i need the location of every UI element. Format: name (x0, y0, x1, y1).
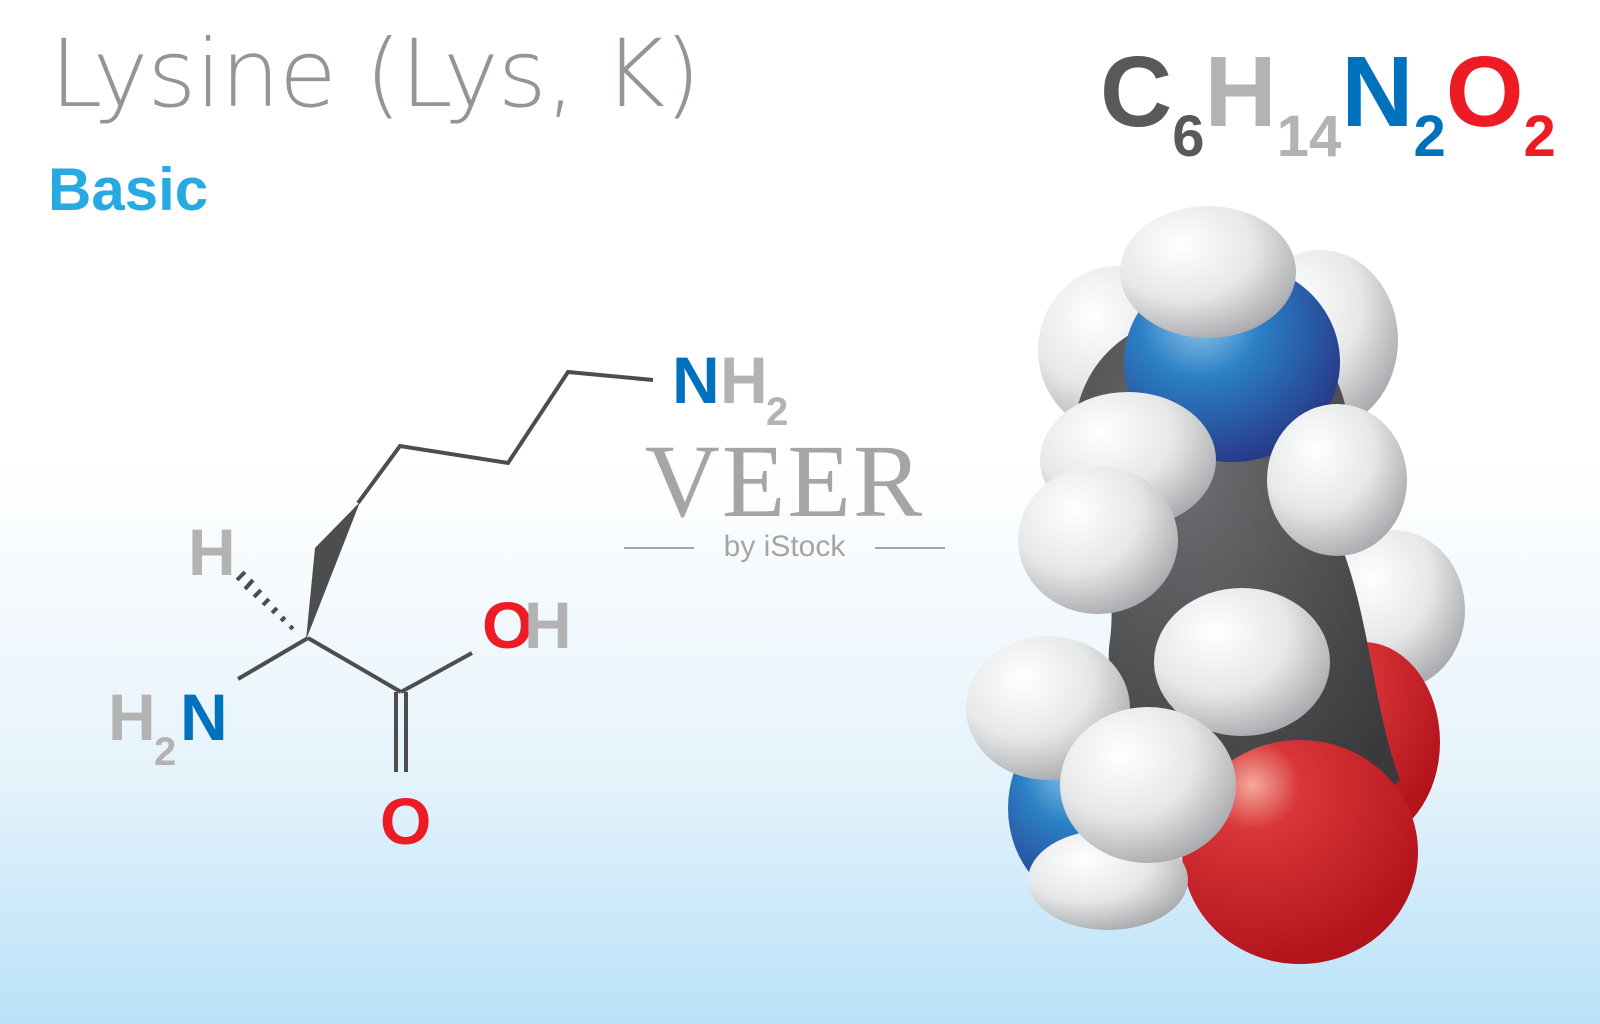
bonds (236, 369, 654, 772)
hydroxyl-h: H (524, 588, 572, 662)
watermark-line-left (624, 547, 694, 549)
watermark-line-right (875, 547, 945, 549)
molecular-formula: C6H14N2O2 (1100, 42, 1556, 172)
wedge-bond-fill (306, 502, 360, 640)
atom-hydrogen (1018, 466, 1178, 614)
watermark-sub: by iStock (723, 530, 846, 563)
alpha-carboxyl-bond (306, 636, 403, 694)
side-chain-h: H (720, 343, 768, 417)
watermark-logo: VEER (644, 424, 925, 539)
hash-bond (235, 570, 295, 631)
side-chain-bonds (356, 369, 654, 505)
atom-hydrogen (1267, 404, 1407, 556)
side-chain-n: N (672, 343, 720, 417)
alpha-amine-h: H (108, 680, 156, 754)
watermark: VEER by iStock (622, 424, 947, 563)
hydroxyl-o: O (482, 588, 533, 662)
formula-nitrogen: N2 (1341, 36, 1446, 169)
hydroxyl-bond (400, 651, 473, 694)
atom-oxygen-front (1182, 740, 1418, 964)
atom-hydrogen (1154, 588, 1330, 736)
formula-carbon: C6 (1100, 36, 1205, 169)
side-chain-h-sub: 2 (766, 390, 788, 434)
formula-oxygen: O2 (1445, 36, 1556, 169)
alpha-amine-n: N (180, 680, 228, 754)
page-title: Lysine (Lys, K) (50, 20, 701, 129)
alpha-amine-bond (236, 636, 310, 681)
atom-hydrogen (1060, 707, 1236, 863)
alpha-h: H (188, 515, 236, 589)
carbonyl-o: O (380, 784, 431, 858)
alpha-amine-sub: 2 (154, 730, 176, 774)
category-label: Basic (48, 156, 209, 223)
formula-hydrogen: H14 (1204, 36, 1342, 169)
atom-hydrogen (1120, 206, 1296, 338)
